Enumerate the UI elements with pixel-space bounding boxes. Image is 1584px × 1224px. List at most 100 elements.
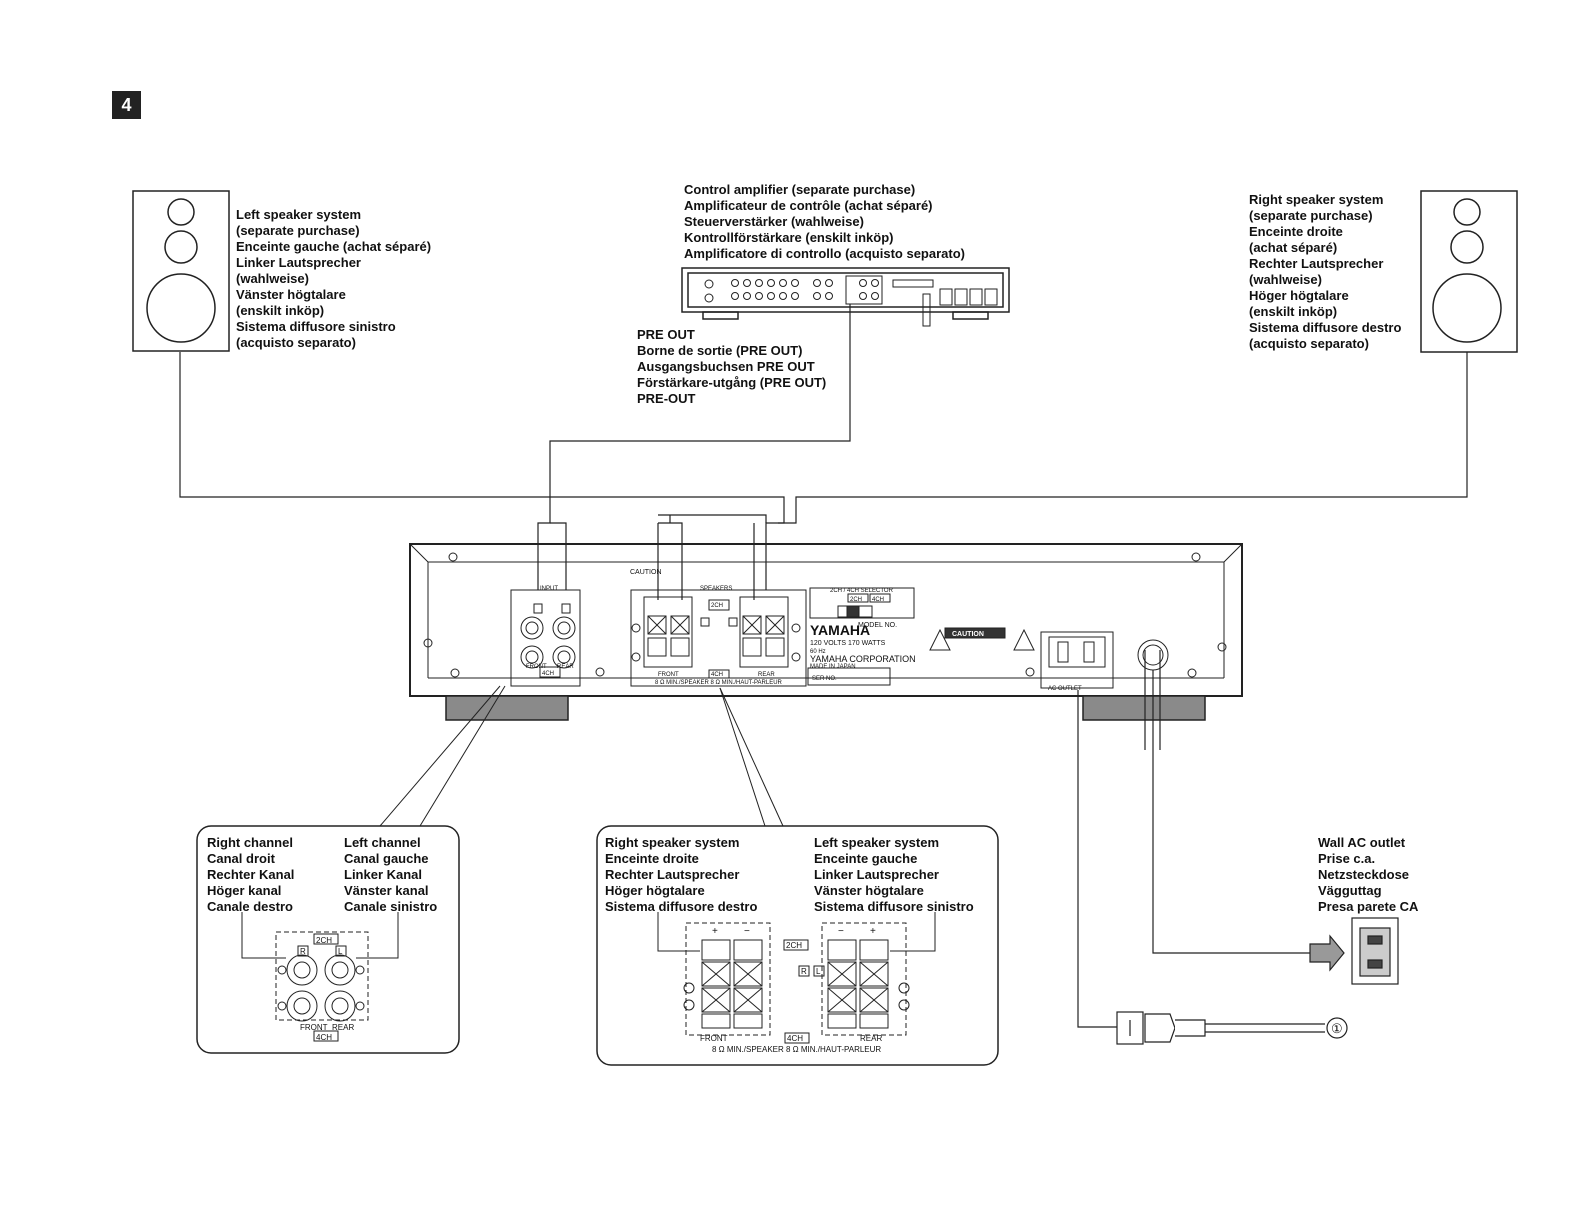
panel-ac-outlet: AC OUTLET	[1048, 686, 1082, 692]
input-detail-box	[196, 825, 460, 1054]
label-line: Canal droit	[207, 851, 275, 866]
callout-number: ①	[1331, 1021, 1343, 1036]
panel-made-in: MADE IN JAPAN	[810, 664, 856, 670]
right-channel-label: Right channel Canal droit Rechter Kanal …	[207, 835, 294, 915]
label-line: Steuerverstärker (wahlweise)	[684, 214, 864, 229]
detail-input-4ch: 4CH	[316, 1033, 332, 1042]
detail-plus-1: +	[712, 926, 718, 937]
label-line: Enceinte gauche	[814, 851, 918, 866]
label-line: Ausgangsbuchsen PRE OUT	[637, 359, 815, 374]
detail-plus-2: +	[870, 926, 876, 937]
panel-ratings: 120 VOLTS 170 WATTS	[810, 640, 886, 647]
label-line: (wahlweise)	[1249, 272, 1322, 287]
detail-minus-1: −	[744, 926, 750, 937]
panel-input-front: FRONT	[526, 664, 547, 670]
power-cord	[1077, 650, 1310, 1028]
detail-input-2ch: 2CH	[316, 936, 332, 945]
label-line: Linker Lautsprecher	[814, 867, 939, 882]
panel-selector-title: 2CH / 4CH SELECTOR	[830, 588, 894, 594]
label-line: (separate purchase)	[1249, 208, 1373, 223]
speaker-terminal-detail-box	[596, 825, 999, 1066]
detail-input-r: R	[300, 947, 306, 956]
label-line: Rechter Lautsprecher	[605, 867, 740, 882]
pre-out-label: PRE OUT Borne de sortie (PRE OUT) Ausgan…	[637, 327, 826, 407]
panel-caution-badge: CAUTION	[952, 631, 984, 638]
speaker-cables	[179, 304, 1468, 600]
detail-speaker-l: L	[816, 967, 821, 976]
label-line: Left speaker system	[236, 207, 362, 222]
detail-speaker-rear: REAR	[860, 1034, 882, 1043]
label-line: Right channel	[207, 835, 293, 850]
panel-input-rear: REAR	[557, 664, 574, 670]
control-amplifier	[681, 267, 1010, 327]
panel-brand: YAMAHA	[810, 622, 870, 638]
label-line: Rechter Lautsprecher	[1249, 256, 1384, 271]
label-line: Rechter Kanal	[207, 867, 295, 882]
detail-speaker-2ch: 2CH	[786, 941, 802, 950]
detail-speaker-front: FRONT	[700, 1034, 728, 1043]
panel-caution: CAUTION	[630, 569, 662, 576]
label-line: Netzsteckdose	[1318, 867, 1410, 882]
detail-speaker-4ch: 4CH	[787, 1034, 803, 1043]
label-line: Vänster högtalare	[814, 883, 924, 898]
left-speaker-label: Left speaker system (separate purchase) …	[236, 207, 431, 351]
panel-selector-4ch: 4CH	[872, 597, 884, 603]
panel-impedance: 8 Ω MIN./SPEAKER 8 Ω MIN./HAUT-PARLEUR	[655, 680, 783, 686]
label-line: Canale sinistro	[344, 899, 438, 914]
label-line: (enskilt inköp)	[1249, 304, 1338, 319]
label-line: Left speaker system	[814, 835, 940, 850]
label-line: Amplificatore di controllo (acquisto sep…	[684, 246, 965, 261]
panel-speaker-front: FRONT	[658, 672, 679, 678]
label-line: Borne de sortie (PRE OUT)	[637, 343, 803, 358]
step-badge: 4	[112, 91, 141, 119]
detail-input-rear: REAR	[332, 1023, 354, 1032]
label-line: Enceinte droite	[605, 851, 699, 866]
panel-speaker-4ch: 4CH	[711, 672, 723, 678]
panel-speaker-2ch: 2CH	[711, 603, 723, 609]
label-line: Sistema diffusore sinistro	[236, 319, 396, 334]
control-amplifier-label: Control amplifier (separate purchase) Am…	[684, 182, 965, 262]
label-line: Vägguttag	[1318, 883, 1382, 898]
label-line: Linker Lautsprecher	[236, 255, 361, 270]
label-line: (acquisto separato)	[1249, 336, 1369, 351]
label-line: Prise c.a.	[1318, 851, 1376, 866]
label-line: (wahlweise)	[236, 271, 309, 286]
label-line: Vänster högtalare	[236, 287, 346, 302]
label-line: (achat séparé)	[1249, 240, 1338, 255]
detail-speaker-r: R	[801, 967, 807, 976]
label-line: PRE-OUT	[637, 391, 696, 406]
label-line: Höger högtalare	[1249, 288, 1349, 303]
ac-plug	[1116, 1011, 1348, 1045]
panel-input-title: INPUT	[540, 586, 558, 592]
left-channel-label: Left channel Canal gauche Linker Kanal V…	[344, 835, 437, 915]
panel-serial: SER NO.	[812, 676, 837, 682]
label-line: Canal gauche	[344, 851, 429, 866]
label-line: (enskilt inköp)	[236, 303, 325, 318]
label-line: Linker Kanal	[344, 867, 423, 882]
label-line: PRE OUT	[637, 327, 695, 342]
label-line: Höger kanal	[207, 883, 282, 898]
detail-impedance: 8 Ω MIN./SPEAKER 8 Ω MIN./HAUT-PARLEUR	[712, 1045, 881, 1054]
label-line: Canale destro	[207, 899, 293, 914]
label-line: Right speaker system	[1249, 192, 1384, 207]
panel-frequency: 60 Hz	[810, 649, 826, 655]
callout-lines	[379, 685, 784, 827]
label-line: Vänster kanal	[344, 883, 429, 898]
panel-model: MODEL NO.	[858, 622, 897, 629]
wall-outlet	[1309, 917, 1399, 985]
label-line: Enceinte gauche (achat séparé)	[236, 239, 432, 254]
right-speaker-label: Right speaker system (separate purchase)…	[1249, 192, 1401, 352]
label-line: Amplificateur de contrôle (achat séparé)	[684, 198, 933, 213]
wall-outlet-label: Wall AC outlet Prise c.a. Netzsteckdose …	[1318, 835, 1418, 915]
label-line: (acquisto separato)	[236, 335, 356, 350]
label-line: Kontrollförstärkare (enskilt inköp)	[684, 230, 894, 245]
detail-input-front: FRONT	[300, 1023, 328, 1032]
right-speaker-cabinet	[1420, 190, 1518, 353]
label-line: Control amplifier (separate purchase)	[684, 182, 916, 197]
panel-selector-2ch: 2CH	[850, 597, 862, 603]
label-line: Left channel	[344, 835, 421, 850]
panel-input-4ch: 4CH	[542, 671, 554, 677]
label-line: Wall AC outlet	[1318, 835, 1406, 850]
right-speaker-detail-label: Right speaker system Enceinte droite Rec…	[605, 835, 757, 915]
